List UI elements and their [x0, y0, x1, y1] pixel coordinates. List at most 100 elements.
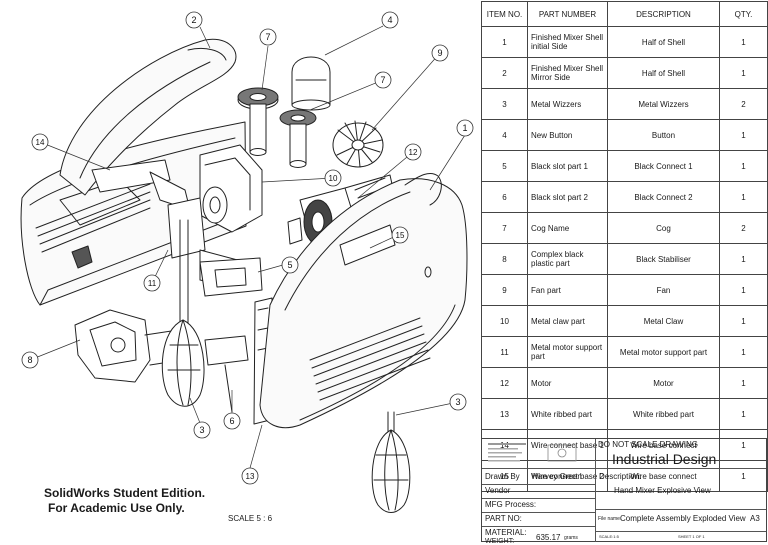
balloon-label-9: 9 [437, 48, 442, 58]
qty: 1 [719, 57, 768, 89]
balloon-2: 2 [185, 11, 203, 29]
balloon-6: 6 [223, 412, 241, 430]
balloon-label-6: 6 [229, 416, 234, 426]
description-label: Description: [599, 472, 642, 481]
item-no: 7 [481, 212, 528, 244]
drawn-by-value: Harvey Green [532, 472, 582, 481]
balloon-label-1: 1 [462, 123, 467, 133]
sheet-number: SHEET 1 OF 1 [678, 534, 705, 539]
watermark-line-1: SolidWorks Student Edition. [44, 486, 206, 500]
company-name: Industrial Design [612, 451, 717, 467]
file-name-label: File name: [598, 516, 622, 522]
fan-part [332, 120, 384, 168]
item-no: 9 [481, 274, 528, 306]
wire-connect-base-2 [339, 224, 396, 266]
balloon-label-2: 2 [191, 15, 196, 25]
item-no: 1 [481, 26, 528, 58]
item-no: 12 [481, 367, 528, 399]
item-no: 2 [481, 57, 528, 89]
crest-icon [488, 443, 577, 462]
balloon-label-12: 12 [409, 148, 418, 157]
black-slot-part-2 [204, 335, 249, 413]
vendor-label: Vendor [485, 486, 511, 495]
qty: 1 [719, 336, 768, 368]
balloon-label-13: 13 [246, 472, 255, 481]
balloon-10: 10 [324, 169, 342, 187]
qty: 1 [719, 243, 768, 275]
description: Black Connect 1 [607, 150, 720, 182]
bom-header-row: ITEM NO. PART NUMBER DESCRIPTION QTY. [481, 1, 768, 27]
item-no: 13 [481, 398, 528, 430]
bom-header-description: DESCRIPTION [607, 1, 720, 27]
weight-unit: grams [564, 535, 578, 541]
right-shell-half [259, 172, 468, 429]
material-label: MATERIAL: [485, 528, 527, 537]
qty: 1 [719, 26, 768, 58]
qty: 1 [719, 119, 768, 151]
item-no: 4 [481, 119, 528, 151]
item-no: 3 [481, 88, 528, 120]
balloon-label-10: 10 [329, 174, 338, 183]
balloon-label-14: 14 [36, 138, 45, 147]
balloon-11: 11 [143, 274, 161, 292]
balloon-label-8: 8 [27, 355, 32, 365]
wire-connect-base [91, 159, 191, 211]
balloon-13: 13 [241, 467, 259, 485]
balloon-15: 15 [391, 226, 409, 244]
description: White ribbed part [607, 398, 720, 430]
part-number: New Button [527, 119, 608, 151]
bom-header-item-no: ITEM NO. [481, 1, 528, 27]
do-not-scale-note: DO NOT SCALE DRAWING [598, 440, 699, 449]
scale-note: SCALE 5 : 6 [228, 514, 273, 523]
balloon-label-3-right: 3 [455, 397, 460, 407]
bom-header-part-number: PART NUMBER [527, 1, 608, 27]
description: Fan [607, 274, 720, 306]
new-button [291, 56, 331, 111]
description: Motor [607, 367, 720, 399]
qty: 2 [719, 212, 768, 244]
metal-claw [199, 144, 263, 233]
exploded-view-drawing: 1 2 3 3 4 5 6 7 7 8 9 10 11 12 13 14 15 [20, 11, 474, 513]
balloon-label-7-upper: 7 [265, 32, 270, 42]
balloon-4: 4 [381, 11, 399, 29]
balloon-7-lower: 7 [374, 71, 392, 89]
balloon-8: 8 [21, 351, 39, 369]
part-number: Cog Name [527, 212, 608, 244]
balloon-label-4: 4 [387, 15, 392, 25]
description-value: Hand Mixer Explosive View [614, 486, 711, 495]
item-no: 10 [481, 305, 528, 337]
balloon-3-left: 3 [193, 421, 211, 439]
balloon-3-right: 3 [449, 393, 467, 411]
balloon-label-15: 15 [396, 231, 405, 240]
weight-label: WEIGHT: [485, 538, 515, 545]
description: Metal motor support part [607, 336, 720, 368]
balloon-label-11: 11 [148, 279, 157, 288]
balloon-5: 5 [281, 256, 299, 274]
part-number: Black slot part 2 [527, 181, 608, 213]
watermark-line-2: For Academic Use Only. [48, 501, 185, 515]
part-number: Fan part [527, 274, 608, 306]
item-no: 8 [481, 243, 528, 275]
part-no-label: PART NO: [485, 514, 522, 523]
part-number: Metal claw part [527, 305, 608, 337]
cog-lower [279, 109, 317, 168]
item-no: 6 [481, 181, 528, 213]
qty: 1 [719, 150, 768, 182]
sheet-size: A3 [750, 514, 760, 523]
balloon-7-upper: 7 [259, 28, 277, 46]
bom-header-qty: QTY. [719, 1, 768, 27]
title-block: DO NOT SCALE DRAWING Industrial Design D… [481, 438, 767, 545]
drawn-by-label: Drawn By [485, 472, 520, 481]
cog-upper [237, 87, 279, 156]
